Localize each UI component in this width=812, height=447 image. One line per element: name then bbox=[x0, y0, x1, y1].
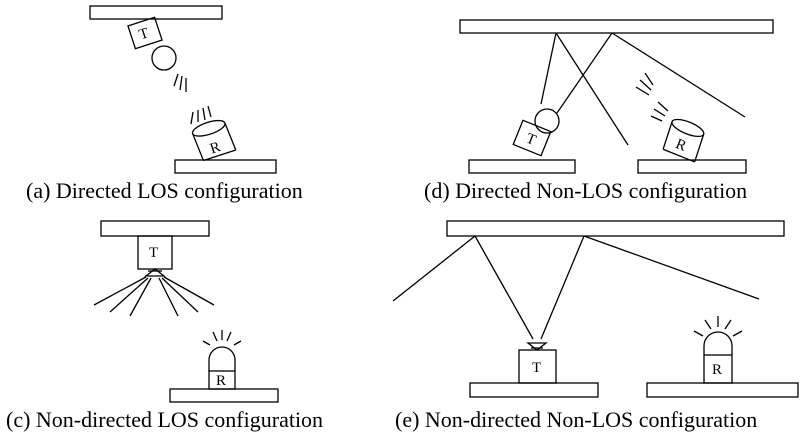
panel-e-floor-left bbox=[469, 382, 599, 398]
panel-d-floor-left bbox=[468, 159, 576, 174]
svg-text:T: T bbox=[532, 360, 541, 376]
panel-c-receiver: R bbox=[202, 330, 242, 390]
svg-text:T: T bbox=[524, 131, 538, 149]
panel-d-floor-right bbox=[637, 159, 747, 174]
panel-c-diffuse-rays bbox=[93, 276, 215, 317]
panel-e-reflection-paths bbox=[392, 235, 760, 340]
svg-text:T: T bbox=[149, 245, 158, 261]
caption-e: (e) Non-directed Non-LOS configuration bbox=[395, 407, 758, 432]
panel-d-receiver: R bbox=[662, 118, 705, 163]
svg-text:R: R bbox=[673, 136, 688, 155]
panel-c-non-directed-los: T R bbox=[93, 220, 279, 403]
panel-a-beam-rays bbox=[173, 73, 212, 125]
panel-e-receiver: R bbox=[693, 316, 743, 384]
panel-a-transmitter: T bbox=[127, 16, 177, 71]
panel-d-reflection-paths bbox=[540, 32, 746, 146]
panel-a-ceiling bbox=[89, 5, 223, 20]
panel-a-receiver: R bbox=[191, 119, 237, 162]
svg-text:R: R bbox=[208, 139, 222, 157]
panel-d-transmitter: T bbox=[512, 108, 560, 157]
panel-a-floor bbox=[174, 159, 277, 174]
svg-text:R: R bbox=[216, 373, 226, 389]
svg-text:T: T bbox=[137, 25, 151, 43]
panel-d-ceiling bbox=[459, 19, 774, 34]
panel-e-transmitter: T bbox=[518, 342, 557, 384]
caption-c: (c) Non-directed LOS configuration bbox=[6, 407, 324, 432]
panel-d-receiver-rays bbox=[635, 72, 669, 122]
panel-c-ceiling bbox=[100, 220, 210, 237]
svg-text:R: R bbox=[712, 362, 722, 378]
panel-e-non-directed-non-los: T R bbox=[392, 220, 799, 398]
panel-d-directed-non-los: T R bbox=[459, 19, 774, 174]
panel-a-directed-los: T R bbox=[89, 5, 277, 174]
panel-c-transmitter: T bbox=[137, 235, 173, 277]
panel-c-floor bbox=[169, 388, 279, 403]
caption-a: (a) Directed LOS configuration bbox=[26, 178, 303, 203]
panel-e-ceiling bbox=[446, 220, 785, 237]
caption-d: (d) Directed Non-LOS configuration bbox=[424, 178, 748, 203]
panel-e-floor-right bbox=[646, 382, 799, 398]
